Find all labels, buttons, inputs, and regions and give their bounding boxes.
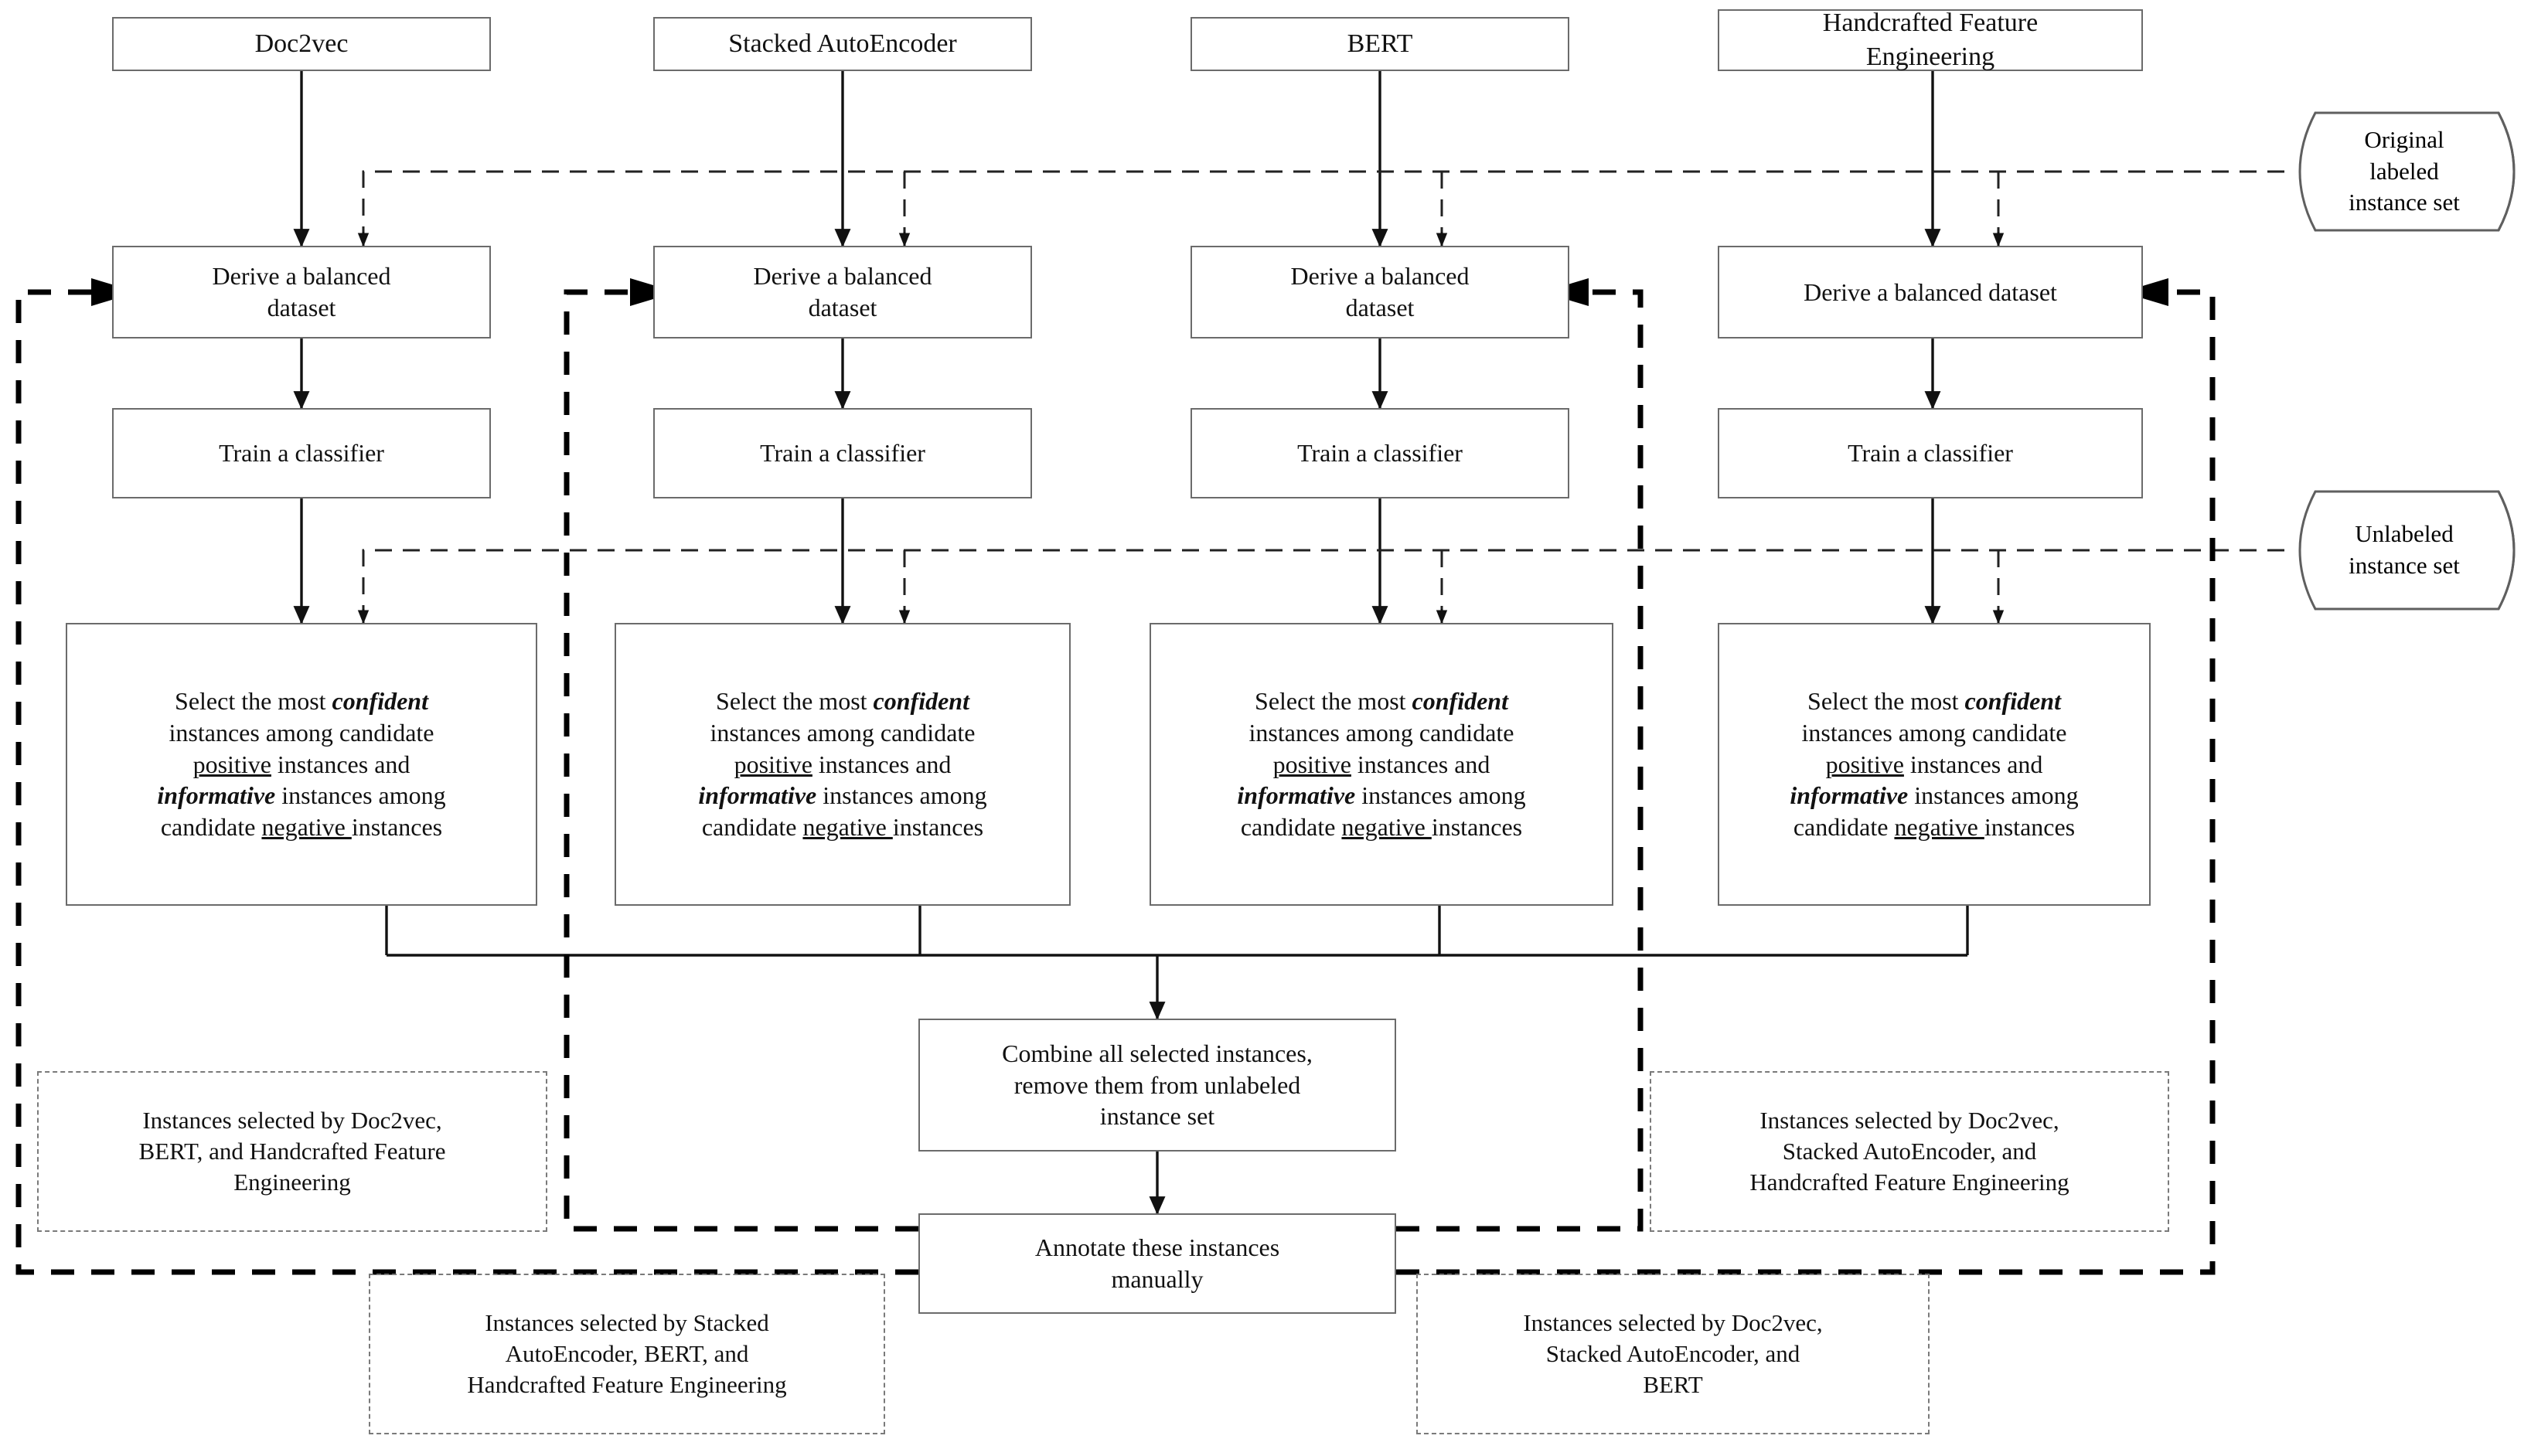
datastore-unlabeled-shape xyxy=(2298,490,2516,611)
arrowhead-loop-b xyxy=(630,278,676,306)
arrowhead-loop-d xyxy=(2122,278,2168,306)
datastore-original-labeled-shape xyxy=(2298,111,2516,232)
arrowhead-loop-a xyxy=(91,278,138,306)
arrowhead-loop-c xyxy=(1542,278,1589,306)
